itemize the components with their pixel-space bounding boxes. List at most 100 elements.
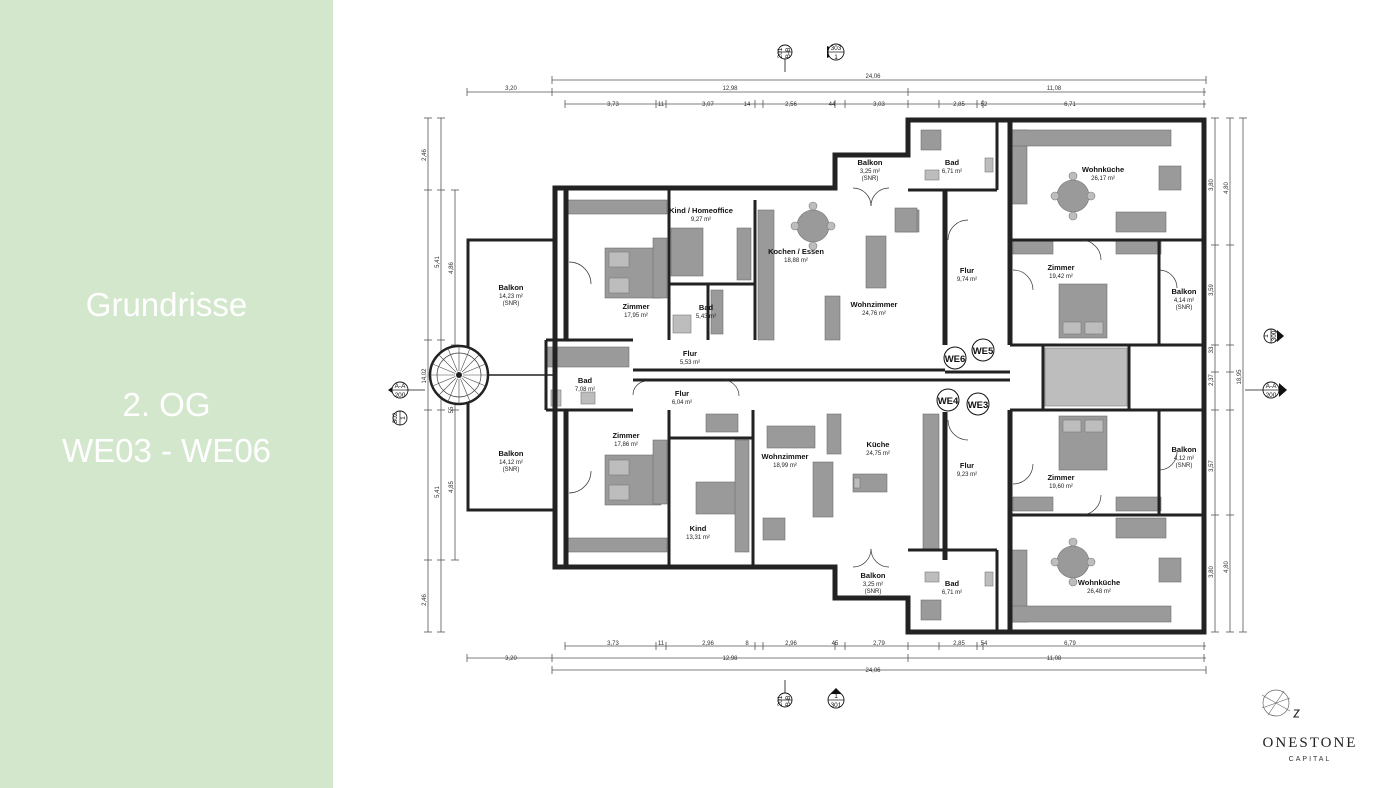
room-area: 6,04 m² (672, 400, 692, 406)
dim-top-seg: 2,85 (953, 102, 965, 108)
dim-bottom-seg: 11 (658, 641, 665, 647)
room-area: 4,12 m² (1174, 456, 1194, 462)
company-logo-name: ONESTONE (1262, 735, 1358, 751)
dim-bottom-seg: 45 (832, 641, 839, 647)
room-note: (SNR) (862, 176, 879, 182)
dim-bottom-seg: 8 (745, 641, 749, 647)
section-label: B-B (785, 696, 792, 707)
doors (568, 187, 1178, 568)
room-area: 17,86 m² (614, 442, 638, 448)
room-name: Flur (675, 389, 689, 398)
room-area: 6,71 m² (942, 590, 962, 596)
section-label: A-A (395, 383, 407, 390)
section-label: B-B (785, 48, 792, 59)
dim-bottom-seg: 2,79 (873, 641, 885, 647)
room-note: (SNR) (503, 301, 520, 307)
section-marker-top: 201 B-B 303 1 (777, 43, 845, 72)
room-area: 3,25 m² (860, 169, 880, 175)
section-label: 200 (395, 392, 406, 399)
dim-left: 5,41 (435, 486, 441, 498)
dim-left: 55 (449, 406, 455, 413)
section-marker-left: A-A 200 302 1 (388, 381, 425, 426)
room-name: Balkon (498, 449, 523, 458)
room-note: (SNR) (1176, 305, 1193, 311)
room-name: Bad (578, 376, 593, 385)
section-label: 200 (1266, 392, 1277, 399)
room-name: Kind (690, 524, 707, 533)
section-label: 301 (831, 702, 842, 709)
room-label: Balkon 4,14 m²(SNR) (1171, 287, 1196, 311)
section-label: 303 (831, 45, 842, 52)
room-name: Wohnküche (1082, 165, 1124, 174)
dim-top-left: 3,20 (505, 86, 517, 92)
dim-bottom-mid: 12,98 (722, 656, 738, 662)
room-area: 13,31 m² (686, 535, 710, 541)
room-area: 19,60 m² (1049, 484, 1073, 490)
room-area: 18,88 m² (784, 258, 808, 264)
room-name: Zimmer (622, 302, 649, 311)
room-name: Balkon (1171, 287, 1196, 296)
room-label: Flur 9,23 m² (957, 461, 977, 478)
dim-bottom-seg: 2,96 (702, 641, 714, 647)
room-note: (SNR) (503, 467, 520, 473)
section-label: 1 (1263, 334, 1270, 338)
dim-right: 18,95 (1237, 369, 1243, 385)
room-area: 9,23 m² (957, 472, 977, 478)
dim-left: 5,41 (435, 256, 441, 268)
dim-right: 3,80 (1209, 179, 1215, 191)
dim-bottom-seg: 54 (981, 641, 988, 647)
dimension-ticks (424, 76, 1247, 674)
dim-top-seg: 2,56 (785, 102, 797, 108)
room-name: Flur (960, 461, 974, 470)
room-name: Balkon (857, 158, 882, 167)
room-name: Küche (867, 440, 890, 449)
room-area: 18,99 m² (773, 463, 797, 469)
room-name: Wohnzimmer (851, 300, 898, 309)
room-area: 3,25 m² (863, 582, 883, 588)
unit-badge-we4: WE4 (938, 396, 959, 407)
dim-right: 4,80 (1224, 182, 1230, 194)
section-label: 1 (834, 693, 838, 700)
room-name: Balkon (860, 571, 885, 580)
unit-badge-we6: WE6 (945, 354, 966, 365)
room-area: 14,23 m² (499, 294, 523, 300)
dim-top-seg: 3,07 (702, 102, 714, 108)
room-label: Wohnküche 26,48 m² (1078, 578, 1120, 595)
dim-right: 4,80 (1224, 561, 1230, 573)
room-name: Wohnküche (1078, 578, 1120, 587)
page-title: Grundrisse (85, 286, 248, 323)
room-area: 5,53 m² (680, 360, 700, 366)
dim-top-total: 24,06 (865, 74, 881, 80)
room-area: 4,14 m² (1174, 298, 1194, 304)
dim-top-mid: 12,98 (722, 86, 738, 92)
dim-top-right: 11,08 (1047, 86, 1062, 92)
room-label: Flur 6,04 m² (672, 389, 692, 406)
dim-left: 4,86 (449, 262, 455, 274)
building-walls (466, 117, 1207, 635)
room-area: 26,48 m² (1087, 589, 1111, 595)
section-label: 1 (834, 54, 838, 61)
dim-top-seg: 3,03 (873, 102, 885, 108)
furniture (546, 129, 1182, 623)
dim-bottom-seg: 6,79 (1064, 641, 1076, 647)
room-name: Bad (699, 303, 714, 312)
dim-bottom-seg: 3,73 (607, 641, 619, 647)
section-marker-right: 1 300 A-A 200 (1245, 328, 1287, 399)
room-name: Wohnzimmer (762, 452, 809, 461)
room-area: 6,71 m² (942, 169, 962, 175)
unit-badges: WE6 WE5 WE4 WE3 (936, 338, 995, 416)
